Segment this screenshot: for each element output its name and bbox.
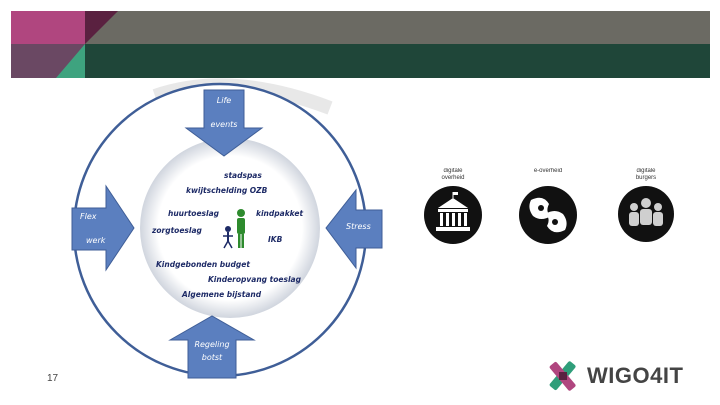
conversation-faces-icon [519,186,577,244]
icon-block-digitale-overheid: digitale overheid [413,168,493,244]
icon-caption-line: digitale [636,168,656,174]
benefit-item: Kindgebonden budget [156,260,250,269]
icon-caption: digitale burgers [606,168,686,184]
benefit-item: kindpakket [256,209,304,218]
arrow-label-left-1: Flex [80,212,97,221]
benefit-item: stadspas [224,171,262,180]
benefit-item: zorgtoeslag [152,226,202,235]
adult-figure-icon [237,209,245,248]
pressure-diagram: Life events Flex werk Stress Regeling bo… [60,78,390,380]
icon-block-e-overheid: e-overheid [508,168,588,244]
wigo4it-logo: WIGO4IT [543,357,713,395]
header-bar-top [85,11,710,44]
group-of-people-icon [618,186,674,242]
logo-text: WIGO4IT [587,363,684,388]
header-accent-pink [11,11,85,44]
icon-block-digitale-burgers: digitale burgers [606,168,686,242]
child-figure-icon [223,226,233,249]
benefit-item: kwijtschelding OZB [186,186,268,195]
arrow-label-bottom-2: botst [201,353,223,362]
arrow-label-right-1: Stress [346,222,371,231]
arrow-label-top-2: events [210,120,238,129]
icon-caption: e-overheid [508,168,588,184]
benefit-item: Algemene bijstand [182,290,262,299]
icon-caption-line: burgers [635,175,657,181]
page-number: 17 [47,373,59,384]
header-banner [0,0,720,80]
icon-caption: digitale overheid [413,168,493,184]
icon-caption-line: digitale [443,168,463,174]
icon-caption-line: e-overheid [533,168,563,174]
benefit-item: IKB [268,235,283,244]
benefit-item: Kinderopvang toeslag [208,275,301,284]
header-bar-bottom [85,44,710,78]
arrow-label-bottom-1: Regeling [194,340,230,349]
icon-caption-line: overheid [441,175,465,181]
header-triangles [56,11,118,78]
diagram-graphic [71,78,383,379]
benefit-item: huurtoeslag [168,209,220,218]
government-building-icon [424,186,482,244]
arrow-label-left-2: werk [86,236,106,245]
arrow-label-top-1: Life [216,96,232,105]
wigo4it-cross-icon [549,361,576,391]
